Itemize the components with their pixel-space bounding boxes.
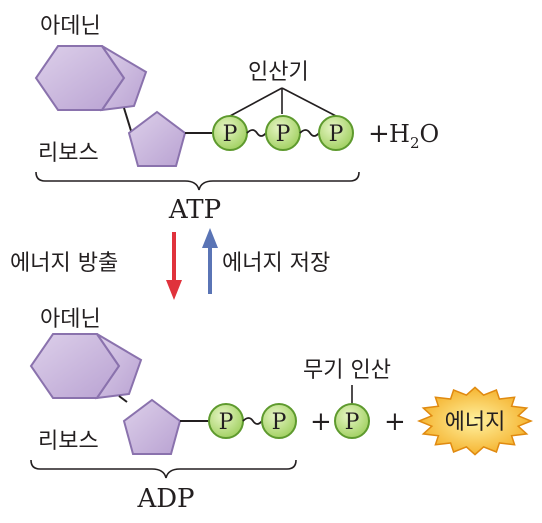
adp-underbrace — [30, 459, 297, 479]
adp-molecule-name: ADP — [136, 484, 194, 514]
atp-molecule: 아데닌 리보스 인산기 P P P — [34, 14, 439, 225]
atp-phosphate-3: P — [318, 115, 354, 151]
atp-high-energy-bond-1 — [246, 129, 267, 137]
atp-phosphate-group-label: 인산기 — [248, 60, 309, 85]
adp-adenine-label: 아데닌 — [40, 307, 101, 332]
reaction-arrows: 에너지 방출 에너지 저장 — [10, 228, 330, 300]
atp-phosphate-1: P — [212, 115, 248, 151]
water-subscript: 2 — [410, 134, 420, 152]
adp-ribose-ring — [122, 398, 182, 455]
adp-plus-sign-2: + — [384, 407, 406, 437]
atp-adenine-ribose-bond — [123, 107, 133, 135]
water-o: O — [419, 120, 439, 148]
atp-phosphate-2: P — [265, 115, 301, 151]
inorganic-phosphate: P — [334, 403, 370, 439]
energy-release-label: 에너지 방출 — [10, 251, 118, 276]
adp-adenine-ring — [29, 333, 143, 400]
adp-ribose-label: 리보스 — [38, 429, 99, 454]
adp-plus-sign-1: + — [310, 407, 332, 437]
inorganic-phosphate-label: 무기 인산 — [303, 358, 391, 383]
energy-storage-arrow — [202, 228, 218, 294]
atp-phosphate-3-symbol: P — [329, 122, 344, 147]
adp-high-energy-bond — [242, 417, 263, 425]
atp-phosphate-1-symbol: P — [223, 122, 238, 147]
energy-storage-label: 에너지 저장 — [222, 251, 330, 276]
atp-molecule-name: ATP — [168, 195, 221, 225]
atp-phosphate-group-bracket — [229, 87, 337, 117]
adp-adenine-pentagon — [94, 333, 143, 400]
energy-burst-shape — [417, 386, 533, 456]
adp-molecule: 아데닌 리보스 P P + 무기 인산 P + 에너지 — [29, 307, 533, 514]
atp-ribose-label: 리보스 — [38, 141, 99, 166]
atp-adenine-label: 아데닌 — [40, 14, 101, 39]
adp-phosphate-1: P — [208, 403, 244, 439]
atp-plus-sign: + — [368, 119, 390, 149]
inorganic-phosphate-symbol: P — [345, 410, 360, 435]
energy-release-arrow — [166, 232, 182, 300]
atp-high-energy-bond-2 — [299, 129, 320, 137]
atp-underbrace — [35, 171, 360, 191]
energy-burst: 에너지 — [417, 386, 533, 456]
water-formula: H2O — [389, 120, 439, 152]
atp-ribose-ring — [127, 110, 187, 167]
adp-phosphate-2: P — [261, 403, 297, 439]
atp-phosphate-2-symbol: P — [276, 122, 291, 147]
atp-adenine-pentagon — [99, 45, 148, 112]
adp-phosphate-2-symbol: P — [272, 410, 287, 435]
adp-phosphate-1-symbol: P — [219, 410, 234, 435]
water-h: H — [389, 120, 410, 148]
energy-label: 에너지 — [445, 410, 506, 435]
adp-adenine-ribose-bond — [118, 395, 128, 403]
atp-adenine-ring — [34, 45, 148, 112]
